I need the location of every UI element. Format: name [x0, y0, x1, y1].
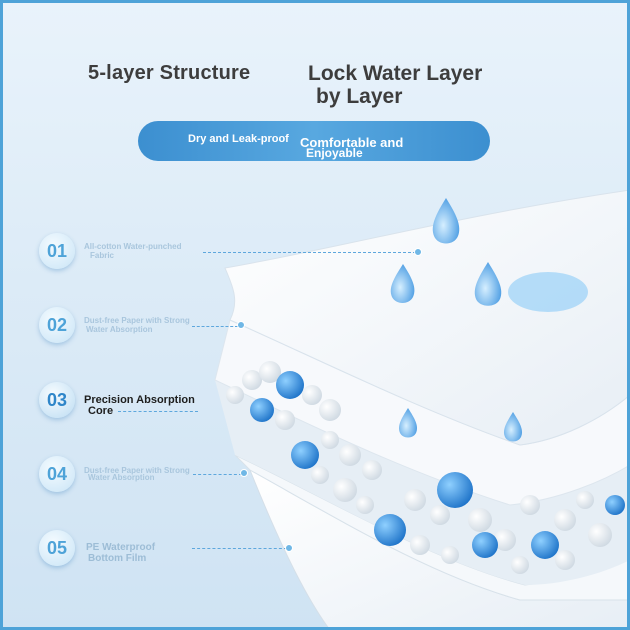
feature-banner	[138, 121, 490, 161]
layer-label-04-line2: Water Absorption	[88, 473, 155, 482]
layer-number-03: 03	[39, 382, 75, 418]
layer-leader-03	[118, 411, 198, 412]
layer-01-fabric	[224, 189, 630, 446]
banner-text-right-line1: Comfortable and	[300, 135, 404, 150]
banner-text-right-line2: Enjoyable	[306, 146, 363, 160]
water-drop-icon	[474, 262, 502, 306]
layer-pointer-02	[237, 321, 245, 329]
layer-label-01-line2: Fabric	[90, 251, 115, 260]
layer-03-core	[215, 380, 630, 585]
headline-left: 5-layer Structure	[88, 62, 251, 84]
layer-leader-05	[192, 548, 287, 549]
layer-leader-01	[203, 252, 416, 253]
layer-label-03-line1: Precision Absorption	[84, 394, 195, 406]
layer-leader-04	[193, 474, 242, 475]
headline-right-line1: Lock Water Layer	[308, 62, 483, 85]
water-drop-icon	[398, 408, 418, 438]
banner-text-left: Dry and Leak-proof	[188, 133, 289, 145]
layer-label-02-line2: Water Absorption	[86, 325, 153, 334]
water-drop-icon	[503, 412, 523, 442]
headline-right-line2: by Layer	[316, 85, 403, 108]
layer-label-02-line1: Dust-free Paper with Strong	[84, 316, 190, 325]
layer-label-04-line1: Dust-free Paper with Strong	[84, 466, 190, 475]
layer-number-05: 05	[39, 530, 75, 566]
layer-number-01: 01	[39, 233, 75, 269]
layer-number-04: 04	[39, 456, 75, 492]
layer-number-02: 02	[39, 307, 75, 343]
layer-pointer-04	[240, 469, 248, 477]
water-drop-icon	[432, 198, 460, 244]
absorption-beads	[226, 361, 625, 574]
layer-label-01-line1: All-cotton Water-punched	[84, 242, 182, 251]
layer-label-05-line1: PE Waterproof	[86, 542, 156, 553]
water-drop-icon	[390, 264, 415, 303]
layer-pointer-01	[414, 248, 422, 256]
layer-label-05-line2: Bottom Film	[88, 553, 147, 564]
layer-label-03-line2: Core	[88, 405, 114, 417]
layer-leader-02	[192, 326, 238, 327]
layer-pointer-05	[285, 544, 293, 552]
absorbed-spot	[508, 272, 588, 312]
